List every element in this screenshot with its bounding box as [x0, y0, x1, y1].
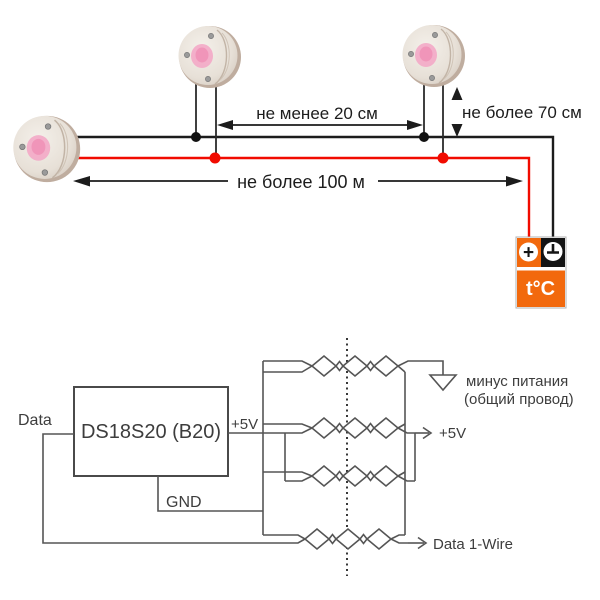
out-5v-label: +5V — [439, 425, 466, 442]
temperature-label: t°C — [526, 278, 555, 300]
dimension-label-70cm: не более 70 см — [462, 103, 582, 122]
pin-5v-label: +5V — [231, 416, 258, 433]
pin-gnd-label: GND — [166, 494, 202, 511]
junction-dot-minus — [191, 132, 201, 142]
plus-bus-wire — [50, 156, 531, 238]
chip-label: DS18S20 (B20) — [81, 421, 221, 443]
sensor-right — [401, 24, 466, 88]
ground-glyph — [547, 244, 559, 254]
sensor-network-diagram: не менее 20 см не более 70 см не более 1… — [12, 24, 582, 309]
out-data-label: Data 1-Wire — [433, 536, 513, 553]
twisted-pair-5v-b — [263, 465, 415, 487]
sensor-left — [12, 115, 81, 183]
circuit-schematic: DS18S20 (B20) Data +5V GND — [18, 338, 574, 576]
out-data-arrow — [408, 536, 428, 550]
twisted-pair-5v-a — [263, 417, 415, 439]
dimension-arrow-20cm: не менее 20 см — [217, 104, 423, 130]
twisted-pair-minus — [263, 355, 444, 377]
junction-dot-plus — [437, 152, 449, 164]
plus5v-wire — [228, 427, 313, 434]
power-connector-block: + t°C — [515, 236, 567, 309]
dimension-label-20cm: не менее 20 см — [256, 104, 378, 123]
dimension-arrow-100m: не более 100 м — [73, 172, 523, 192]
ground-symbol — [428, 374, 458, 392]
dimension-label-100m: не более 100 м — [237, 172, 365, 192]
out-5v-arrow — [415, 426, 433, 440]
twisted-pair-data — [263, 528, 408, 550]
sensor-middle — [177, 25, 242, 89]
data-wire — [42, 433, 306, 544]
out-minus-label-line2: (общий провод) — [464, 391, 574, 408]
gnd-wire — [157, 476, 263, 512]
dimension-arrow-70cm: не более 70 см — [451, 87, 582, 137]
pin-data-label: Data — [18, 412, 52, 429]
chip-box — [73, 386, 229, 477]
out-minus-label-line1: минус питания — [466, 373, 568, 390]
plus-terminal-label: + — [523, 243, 534, 264]
junction-dot-minus — [419, 132, 429, 142]
connector-body-cell — [517, 270, 565, 307]
junction-dot-plus — [209, 152, 221, 164]
minus-bus-wire — [50, 135, 555, 238]
plus-terminal-icon — [519, 242, 538, 262]
